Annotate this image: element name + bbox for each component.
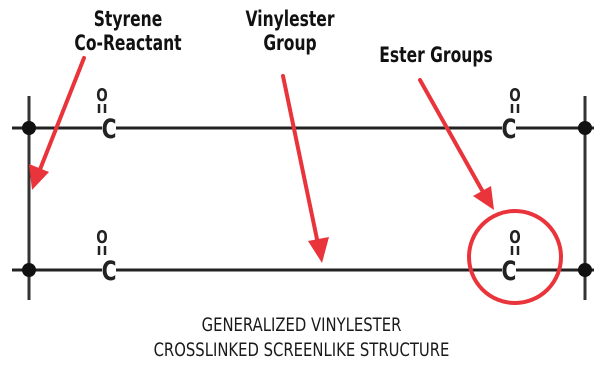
junction-dot-bottom-right xyxy=(578,263,592,277)
ester-bottom-right-carbon: C xyxy=(502,255,517,287)
ester-top-left-carbon: C xyxy=(102,113,117,145)
vinylester-arrow xyxy=(281,74,329,263)
ester-bottom-left-carbon: C xyxy=(102,255,117,287)
ester-bottom-right-oxygen: O xyxy=(509,226,520,247)
ester-highlight-circle xyxy=(467,209,563,305)
vinylester-label-line2: Group xyxy=(263,31,317,55)
vinylester-group-label: Vinylester Group xyxy=(231,7,349,55)
junction-dot-top-right xyxy=(578,121,592,135)
caption-line2: CROSSLINKED SCREENLIKE STRUCTURE xyxy=(153,339,450,361)
vinylester-label-line1: Vinylester xyxy=(245,7,335,31)
ester-bottom-left-oxygen: O xyxy=(96,226,107,247)
ester-top-right-carbon: C xyxy=(502,113,517,145)
styrene-co-reactant-label: Styrene Co-Reactant xyxy=(69,7,187,55)
ester-top-left-oxygen: O xyxy=(96,84,107,105)
ester-groups-arrow xyxy=(418,78,494,210)
styrene-label-line1: Styrene xyxy=(93,7,163,31)
caption-line1: GENERALIZED VINYLESTER xyxy=(201,314,402,336)
styrene-arrow xyxy=(29,56,86,190)
junction-dot-bottom-left xyxy=(22,263,36,277)
ester-label-line1: Ester Groups xyxy=(379,43,493,67)
ester-top-right-oxygen: O xyxy=(509,84,520,105)
ester-groups-label: Ester Groups xyxy=(369,43,502,67)
styrene-label-line2: Co-Reactant xyxy=(74,31,182,55)
junction-dot-top-left xyxy=(22,121,36,135)
diagram-caption: GENERALIZED VINYLESTER CROSSLINKED SCREE… xyxy=(66,313,536,363)
